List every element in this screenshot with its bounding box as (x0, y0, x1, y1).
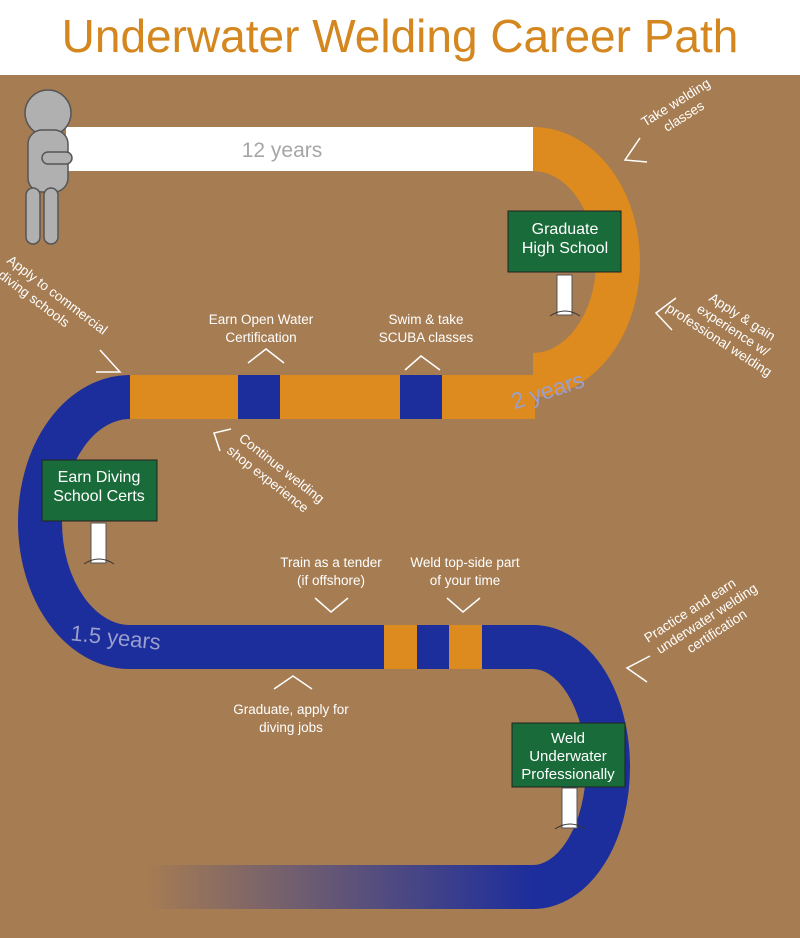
annotation-weld-top-side: Weld top-side part (410, 555, 520, 570)
annotation-graduate-apply-jobs: Graduate, apply for (233, 702, 349, 717)
sign-line: Graduate (532, 221, 599, 238)
scuba-marker (400, 375, 442, 419)
annotation-earn-open-water: Certification (225, 330, 296, 345)
sign-line: Underwater (529, 748, 607, 765)
sign-line: Professionally (521, 766, 615, 783)
annotation-earn-open-water: Earn Open Water (209, 312, 314, 327)
orange-bar-segment (130, 375, 535, 419)
sign-line: High School (522, 240, 608, 257)
sign-graduate-high-school: Graduate High School (507, 210, 622, 317)
open-water-marker (238, 375, 280, 419)
annotation-weld-top-side: of your time (430, 573, 501, 588)
sign-earn-diving-certs: Earn Diving School Certs (41, 459, 158, 565)
sign-line: School Certs (53, 488, 145, 505)
blue-curve-left (18, 375, 131, 669)
page-title: Underwater Welding Career Path (0, 0, 800, 75)
annotation-graduate-apply-jobs: diving jobs (259, 720, 323, 735)
sign-weld-underwater: Weld Underwater Professionally (511, 722, 626, 830)
person-figure (24, 89, 73, 245)
twelve-years-bar (66, 127, 536, 171)
sign-line: Weld (551, 730, 585, 747)
annotation-swim-scuba: Swim & take (388, 312, 463, 327)
twelve-years-label: 12 years (242, 139, 323, 162)
tender-marker (384, 625, 417, 669)
career-path-diagram: 12 years 2 years 1.5 years Graduate High… (0, 75, 800, 938)
annotation-train-tender: Train as a tender (280, 555, 382, 570)
annotation-swim-scuba: SCUBA classes (379, 330, 474, 345)
top-side-marker (449, 625, 482, 669)
fading-bar-segment (145, 865, 535, 909)
annotation-train-tender: (if offshore) (297, 573, 365, 588)
sign-line: Earn Diving (58, 469, 141, 486)
annotation-chevrons (96, 137, 677, 690)
